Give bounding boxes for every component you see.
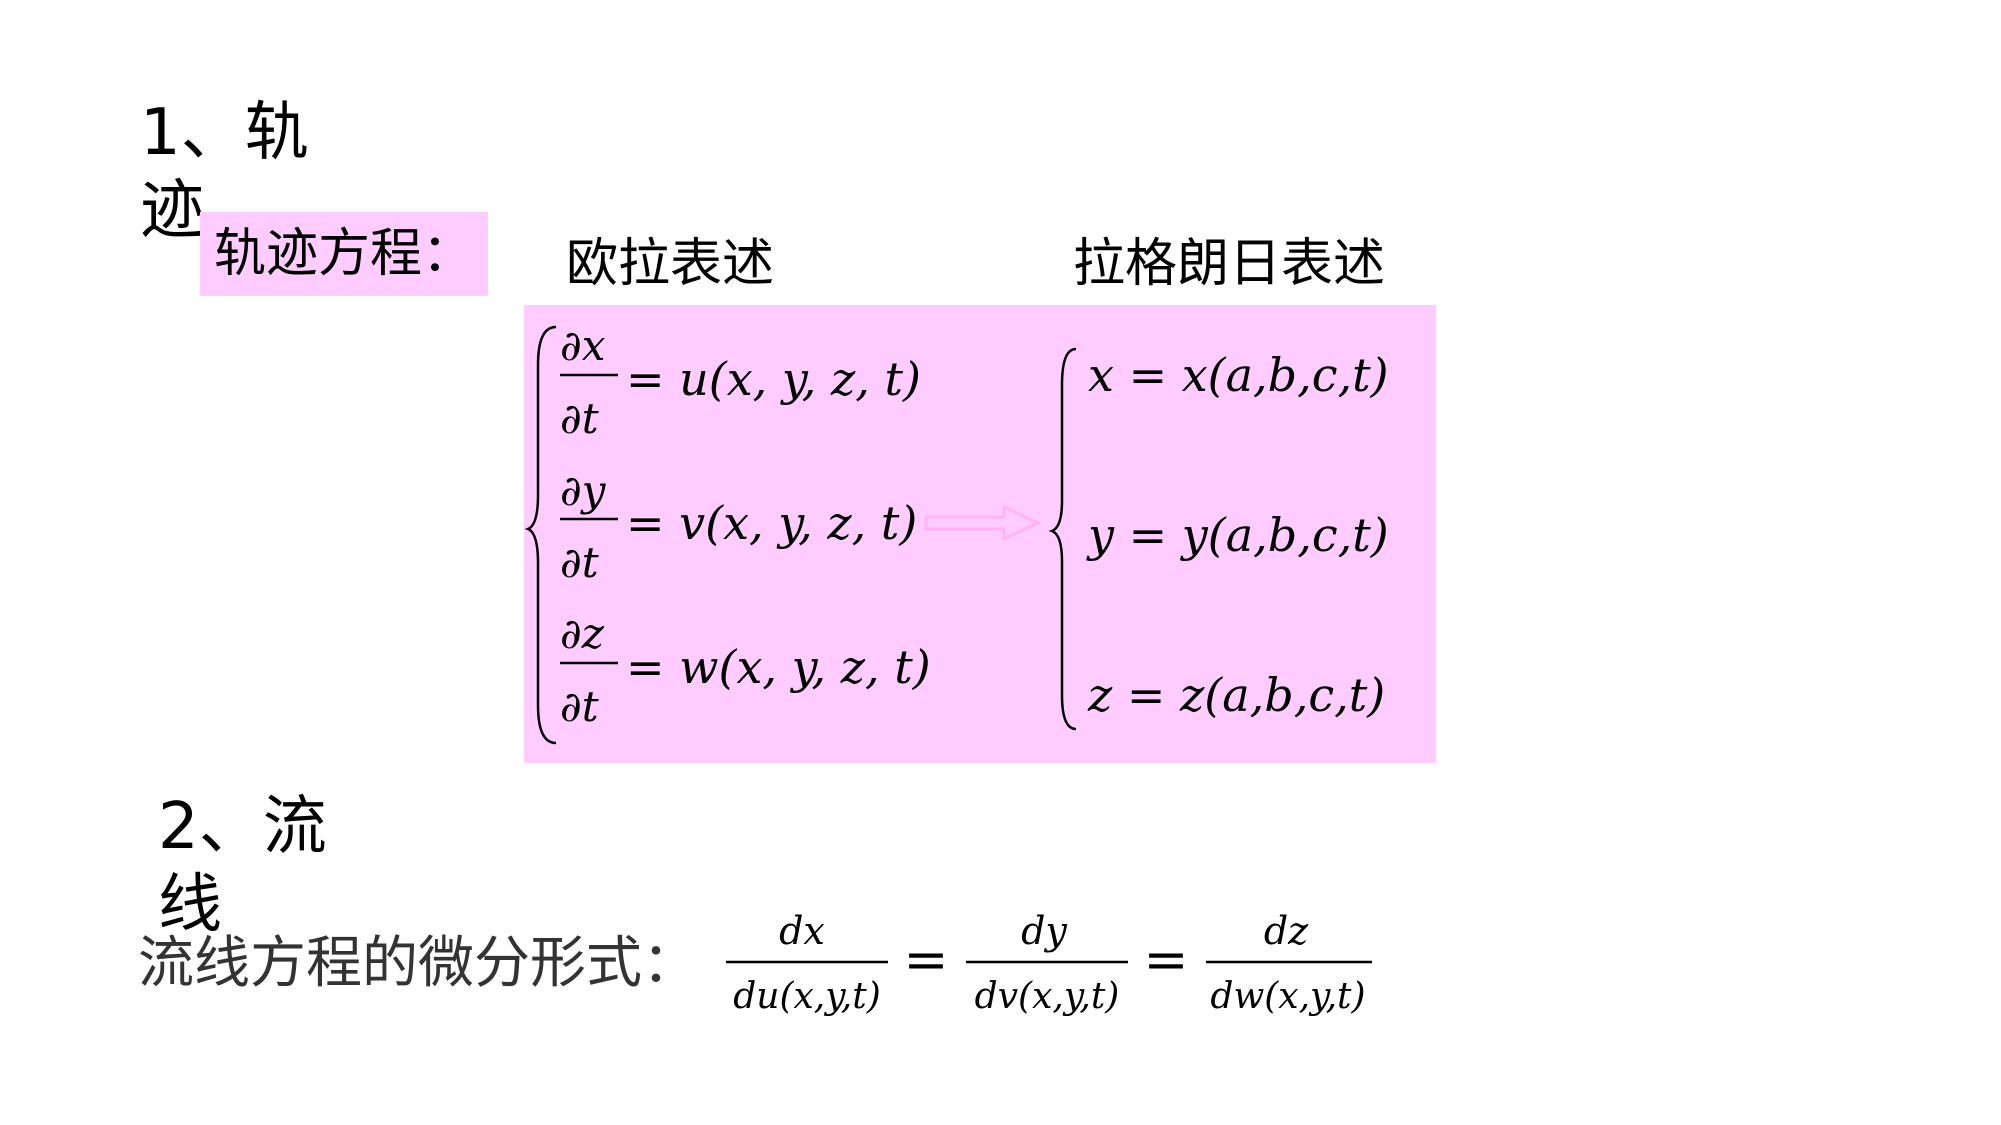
lagrange-equation-z: z = z(a,b,c,t) [1087, 668, 1385, 722]
streamline-fractions-svg: dx du(x,y,t) = dy dv(x,y,t) = dz dw(x,y,… [726, 909, 1372, 1017]
streamline-fraction-y: dy dv(x,y,t) [966, 909, 1128, 1017]
fraction-x-denominator: du(x,y,t) [733, 976, 881, 1017]
euler-eq3-denominator: ∂t [560, 682, 599, 731]
right-arrow-icon [924, 504, 1042, 542]
fraction-z-denominator: dw(x,y,t) [1210, 976, 1365, 1017]
euler-title: 欧拉表述 [566, 234, 775, 294]
fraction-z-numerator: dz [1264, 909, 1309, 953]
euler-eq2-numerator: ∂y [560, 466, 607, 515]
fraction-x-numerator: dx [779, 909, 825, 953]
euler-eq2-denominator: ∂t [560, 538, 599, 587]
euler-eq2-rhs: = v(x, y, z, t) [626, 496, 917, 550]
section1-heading: 1、轨迹 [140, 96, 309, 248]
streamline-fraction-z: dz dw(x,y,t) [1206, 909, 1372, 1017]
equals-sign-1: = [903, 928, 948, 991]
euler-left-brace [524, 325, 557, 745]
lagrange-equation-y: y = y(a,b,c,t) [1086, 508, 1389, 562]
equations-svg: ∂x ∂t = u(x, y, z, t) ∂y ∂t = v(x, y, z,… [524, 321, 1389, 745]
lagrange-title: 拉格朗日表述 [1073, 234, 1386, 294]
euler-equation-y: ∂y ∂t = v(x, y, z, t) [560, 466, 917, 587]
euler-eq1-rhs: = u(x, y, z, t) [626, 352, 921, 406]
streamline-differential-label: 流线方程的微分形式： [138, 931, 698, 996]
equals-sign-2: = [1143, 928, 1188, 991]
fraction-y-numerator: dy [1021, 909, 1067, 953]
euler-eq3-numerator: ∂z [560, 609, 605, 658]
lagrange-equation-x: x = x(a,b,c,t) [1088, 348, 1389, 402]
section2-heading: 2、流线 [158, 790, 327, 942]
fraction-y-denominator: dv(x,y,t) [975, 976, 1120, 1017]
streamline-fraction-x: dx du(x,y,t) [726, 909, 888, 1017]
trajectory-equation-label: 轨迹方程： [200, 212, 489, 296]
euler-eq3-rhs: = w(x, y, z, t) [626, 640, 931, 694]
euler-equation-z: ∂z ∂t = w(x, y, z, t) [560, 609, 931, 731]
euler-eq1-numerator: ∂x [560, 321, 606, 370]
euler-equation-x: ∂x ∂t = u(x, y, z, t) [560, 321, 921, 443]
equations-panel: ∂x ∂t = u(x, y, z, t) ∂y ∂t = v(x, y, z,… [524, 305, 1436, 763]
euler-eq1-denominator: ∂t [560, 394, 599, 443]
lagrange-left-brace [1048, 347, 1077, 731]
